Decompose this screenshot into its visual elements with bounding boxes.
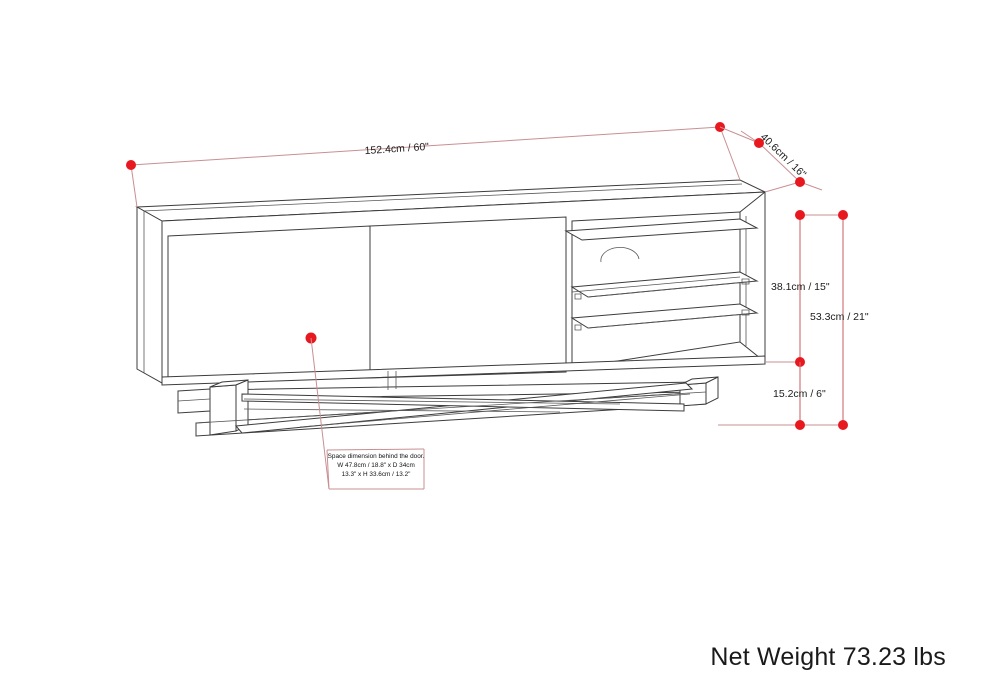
dimension-dot-total-top — [838, 210, 848, 220]
callout-leader-line — [310, 337, 330, 490]
base-leg-left — [209, 384, 237, 436]
base-leg-right-side — [705, 376, 719, 405]
cabinet-body — [135, 179, 766, 386]
dimension-dot-width-left — [126, 160, 136, 170]
dimension-dot-total-bottom — [838, 420, 848, 430]
callout-space-behind-door: Space dimension behind the door. W 47.8c… — [305, 332, 425, 490]
cabinet-top-inner-edge — [142, 183, 743, 212]
shelf-bracket-left-lower — [574, 324, 582, 331]
base-notch-left-seam — [177, 398, 211, 402]
callout-line-2: W 47.8cm / 18.8" x D 34cm — [337, 462, 415, 469]
base-stringer-upper — [243, 398, 621, 405]
net-weight-label: Net Weight 73.23 lbs — [710, 643, 946, 671]
dimension-dot-shelf-top — [795, 210, 805, 220]
shelf-lower-front-edge — [587, 312, 758, 329]
dimension-dot-leg-bottom — [795, 420, 805, 430]
cabinet-door-left — [167, 225, 371, 382]
base-brace-diagonal-descending — [241, 393, 685, 412]
cabinet-bottom-edge — [161, 355, 766, 386]
shelf-bracket-left-upper — [574, 293, 582, 300]
shelf-bracket-right-upper — [741, 278, 750, 285]
dimension-depth-tie-top — [719, 126, 760, 144]
base-notch-left — [177, 388, 211, 414]
base-leg-left-side — [235, 379, 249, 432]
dimension-label-leg-height: 15.2cm / 6" — [773, 388, 826, 400]
dimension-depth-tie-bottom — [764, 181, 801, 193]
cabinet-base-frame — [177, 371, 719, 437]
dimension-label-total-height: 53.3cm / 21" — [810, 311, 869, 323]
dimension-width-extension-right — [719, 126, 741, 181]
callout-line-1: Space dimension behind the door. — [328, 453, 425, 460]
cabinet-left-side-panel — [136, 206, 163, 384]
callout-line-3: 13.3" x H 33.6cm / 13.2" — [342, 471, 411, 478]
shelf-bracket-right-lower — [741, 309, 750, 316]
shelf-upper-front-edge — [587, 280, 758, 298]
cable-management-arch — [600, 247, 640, 263]
dimension-dot-depth-top — [754, 138, 764, 148]
base-brace-diagonal-rising — [234, 382, 694, 434]
dimension-depth-line — [758, 142, 801, 183]
dimension-label-open-shelf-height: 38.1cm / 15" — [771, 281, 830, 293]
shelf-compartment-top-rail — [564, 218, 759, 241]
dimension-dot-depth-bottom — [795, 177, 805, 187]
base-rail-back-edge — [195, 391, 707, 424]
dimension-label-width: 152.4cm / 60" — [364, 141, 429, 157]
base-stringer-rear — [299, 393, 691, 428]
callout-box-top — [326, 448, 425, 451]
cabinet-door-right — [369, 216, 567, 379]
dimension-width-line — [130, 126, 721, 166]
shelf-upper-underside — [571, 276, 741, 293]
dimension-label-depth: 40.6cm / 16" — [758, 131, 809, 181]
dimension-width-extension-left — [130, 164, 138, 208]
callout-box-left — [326, 449, 330, 490]
dimension-heights: 38.1cm / 15" 53.3cm / 21" 15.2cm / 6" — [718, 210, 869, 430]
